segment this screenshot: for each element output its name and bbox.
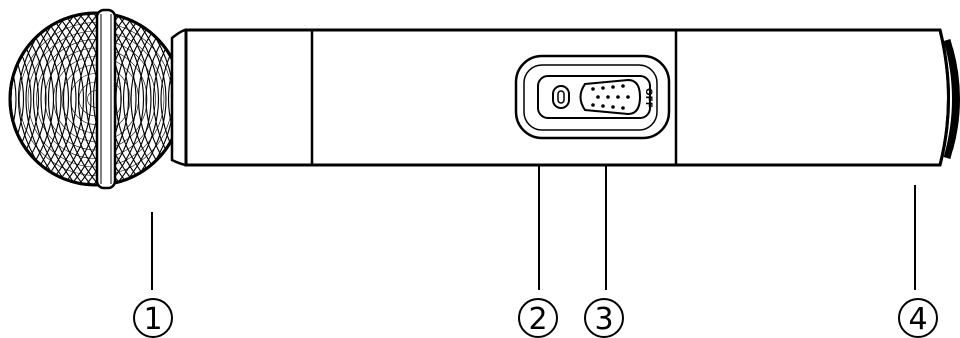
callout-number-1: 1 bbox=[143, 302, 162, 337]
slider-grip-dots bbox=[591, 84, 630, 110]
callout-number-2: 2 bbox=[528, 302, 547, 337]
callout-3: 3 bbox=[584, 298, 624, 338]
callout-number-4: 4 bbox=[908, 302, 927, 337]
end-cap bbox=[938, 29, 960, 166]
callout-2: 2 bbox=[518, 298, 558, 338]
grille-band bbox=[95, 8, 117, 190]
callout-1: 1 bbox=[133, 298, 173, 338]
leader-lines bbox=[151, 165, 916, 290]
switch-slider[interactable] bbox=[579, 78, 642, 116]
off-label: OFF bbox=[643, 88, 653, 108]
callout-4: 4 bbox=[898, 298, 938, 338]
neck-ring bbox=[170, 28, 188, 167]
power-switch[interactable]: OFF bbox=[514, 54, 671, 140]
callout-number-3: 3 bbox=[594, 302, 613, 337]
